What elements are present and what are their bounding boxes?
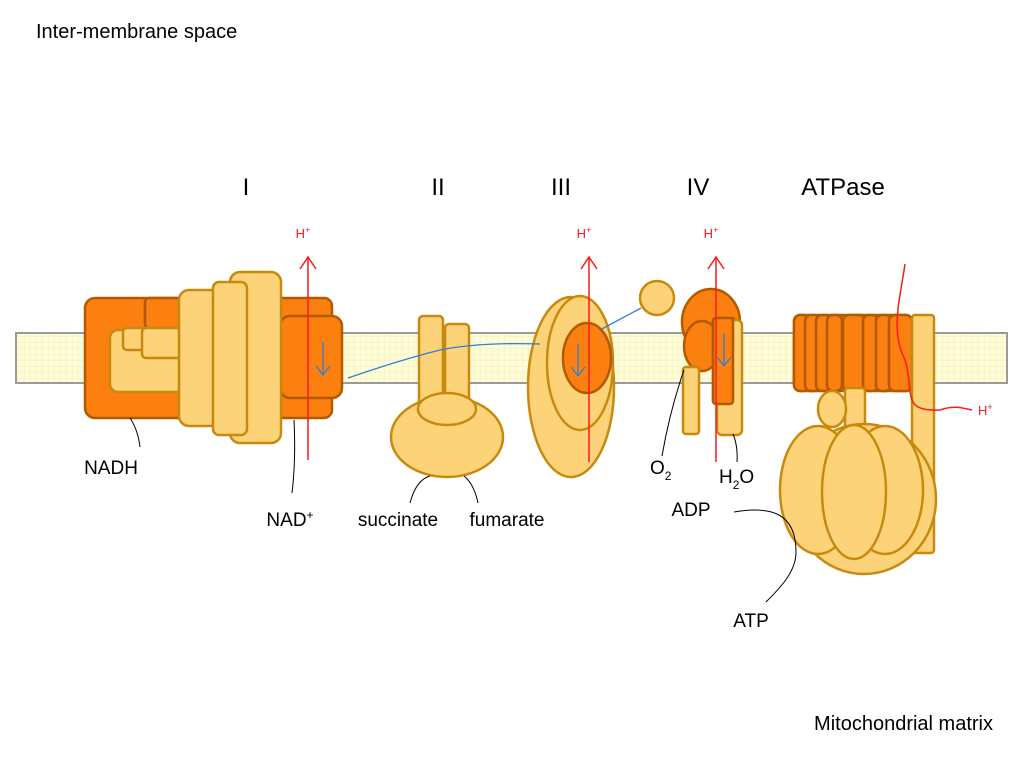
proton-arrow-complex-1 bbox=[299, 255, 317, 460]
proton-label-atpase: H+ bbox=[978, 402, 993, 418]
atp-synthase bbox=[778, 313, 938, 576]
proton-label-complex-3: H+ bbox=[577, 225, 592, 241]
complex-2 bbox=[389, 314, 505, 479]
electron-arrow-complex-4 bbox=[716, 333, 732, 368]
fumarate-label: fumarate bbox=[470, 510, 545, 531]
leader-o2 bbox=[661, 369, 685, 457]
complex-4 bbox=[680, 287, 744, 437]
atpase-title: ATPase bbox=[801, 174, 885, 201]
leader-nad bbox=[291, 419, 296, 494]
proton-path-atpase bbox=[896, 263, 973, 411]
leader-nadh bbox=[129, 417, 141, 448]
electron-arrow-complex-3 bbox=[570, 344, 586, 378]
complex-3-title: III bbox=[551, 174, 571, 201]
electron-path-3-4 bbox=[599, 307, 642, 331]
leader-succinate bbox=[409, 475, 431, 504]
complex-2-title: II bbox=[431, 174, 444, 201]
h2o-label: H2O bbox=[719, 467, 754, 492]
leader-adp bbox=[733, 509, 797, 603]
complex-1-title: I bbox=[243, 174, 250, 201]
complex-4-title: IV bbox=[687, 174, 710, 201]
adp-label: ADP bbox=[671, 500, 710, 521]
leader-h2o bbox=[732, 433, 738, 463]
intermembrane-space-label: Inter-membrane space bbox=[36, 21, 237, 43]
o2-label: O2 bbox=[650, 458, 672, 483]
leader-fumarate bbox=[463, 475, 479, 504]
proton-label-complex-4: H+ bbox=[704, 225, 719, 241]
complex-3 bbox=[526, 279, 676, 479]
proton-label-complex-1: H+ bbox=[296, 225, 311, 241]
succinate-label: succinate bbox=[358, 510, 438, 531]
atp-label: ATP bbox=[733, 611, 769, 632]
electron-path-1-3 bbox=[347, 342, 541, 379]
complex-1 bbox=[83, 270, 344, 445]
mitochondrial-matrix-label: Mitochondrial matrix bbox=[814, 713, 993, 735]
electron-arrow-complex-1 bbox=[315, 342, 331, 377]
proton-arrow-complex-4 bbox=[707, 255, 725, 462]
proton-arrow-complex-3 bbox=[580, 255, 598, 462]
nad-label: NAD+ bbox=[266, 508, 313, 531]
nadh-label: NADH bbox=[84, 458, 138, 479]
